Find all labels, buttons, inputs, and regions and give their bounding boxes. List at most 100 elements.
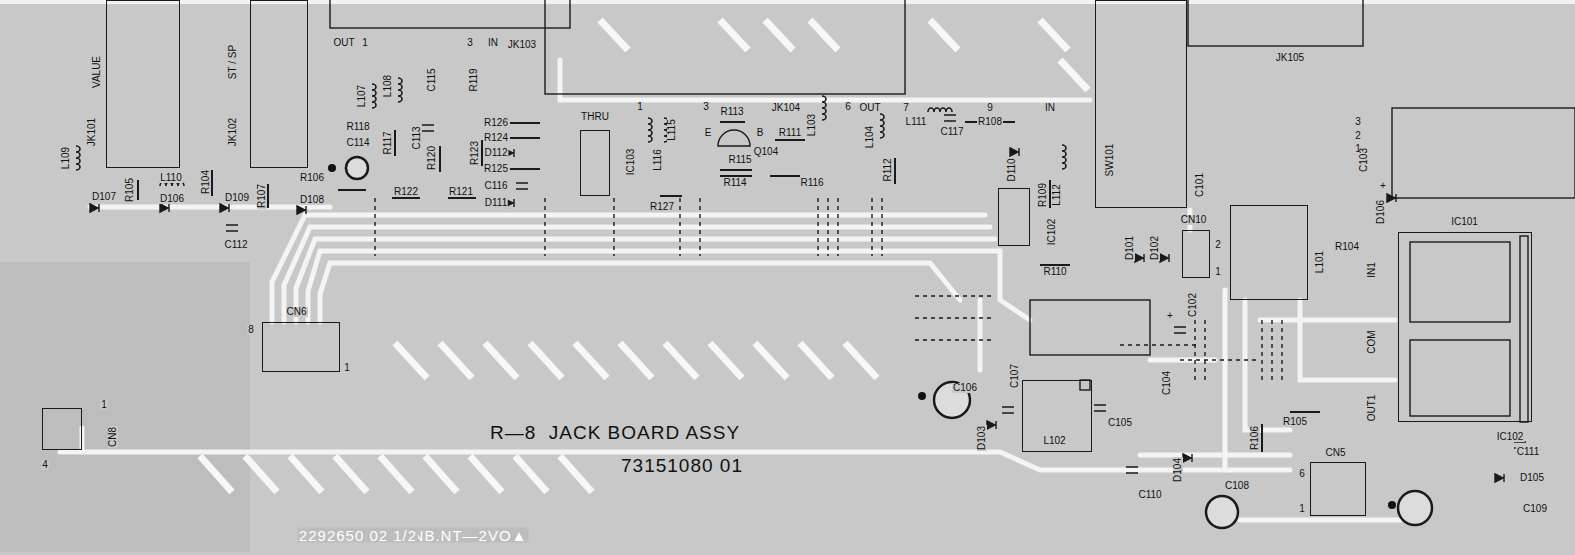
component-designator: R115 bbox=[727, 155, 752, 165]
component-designator: + bbox=[1379, 181, 1387, 191]
component-designator: L107 bbox=[357, 84, 367, 108]
board-title: R—8 JACK BOARD ASSY bbox=[489, 423, 741, 442]
component-designator: C110 bbox=[1137, 490, 1162, 500]
component-outline: CN10 bbox=[1182, 230, 1210, 278]
component-designator: 1 bbox=[1214, 267, 1222, 277]
component-designator: 1 bbox=[636, 102, 644, 112]
component-designator: R127 bbox=[649, 202, 675, 212]
component-designator: C115 bbox=[427, 67, 437, 92]
component-designator: + bbox=[1166, 311, 1174, 321]
component-designator: OUT bbox=[332, 38, 355, 48]
component-designator: D112 bbox=[483, 148, 508, 158]
component-designator: L110 bbox=[159, 173, 183, 183]
component-designator: 1 bbox=[343, 363, 351, 373]
component-designator: JK105 bbox=[1275, 53, 1305, 63]
component-designator: C103 bbox=[1359, 147, 1369, 173]
component-designator: D106 bbox=[1376, 199, 1386, 225]
component-designator: L111 bbox=[905, 117, 928, 127]
component-designator: JK102 bbox=[228, 116, 238, 146]
component-designator: 8 bbox=[247, 325, 255, 335]
component-designator: IC103 bbox=[626, 147, 636, 176]
component-designator: C101 bbox=[1195, 172, 1205, 198]
board-edge bbox=[0, 0, 1575, 4]
component-designator: R117 bbox=[383, 130, 393, 155]
component-designator: L103 bbox=[807, 113, 817, 137]
component-designator: CN5 bbox=[1324, 448, 1346, 458]
component-outline: JK101VALUE bbox=[106, 0, 180, 168]
component-outline: L101 bbox=[1230, 205, 1308, 300]
component-designator: D103 bbox=[977, 425, 987, 451]
component-outlines bbox=[76, 0, 1575, 528]
component-designator: IN bbox=[1044, 103, 1056, 113]
component-designator: D109 bbox=[224, 193, 250, 203]
component-designator: L109 bbox=[61, 146, 71, 170]
component-designator: IN bbox=[487, 38, 499, 48]
component-designator: D111 bbox=[484, 198, 508, 208]
component-designator: R107 bbox=[257, 183, 267, 209]
component-outline: CN5 bbox=[1310, 462, 1366, 516]
component-designator: 1 bbox=[361, 38, 369, 48]
component-outline: IC103 bbox=[580, 130, 610, 196]
component-designator: IC102 bbox=[1047, 217, 1057, 246]
component-designator: R105 bbox=[1282, 417, 1308, 427]
component-outline: IC101 bbox=[1398, 232, 1532, 422]
component-designator: R111 bbox=[778, 128, 802, 138]
component-designator: R104 bbox=[201, 169, 211, 195]
component-designator: D110 bbox=[1007, 157, 1017, 182]
component-designator: R120 bbox=[427, 145, 437, 171]
component-designator: JK103 bbox=[507, 40, 537, 50]
component-designator: C109 bbox=[1522, 504, 1548, 514]
component-designator: CN8 bbox=[108, 425, 118, 447]
component-designator: C114 bbox=[345, 138, 370, 148]
component-designator: R110 bbox=[1042, 267, 1067, 277]
component-outline: L102 bbox=[1022, 380, 1092, 452]
component-outline: IC102 bbox=[998, 188, 1030, 246]
component-outline: JK102ST / SP bbox=[250, 0, 308, 168]
component-designator: D101 bbox=[1125, 235, 1135, 261]
component-designator: D105 bbox=[1519, 473, 1545, 483]
component-designator: C107 bbox=[1010, 363, 1020, 389]
component-designator: R106 bbox=[299, 173, 325, 183]
component-designator: C104 bbox=[1162, 370, 1172, 396]
component-designator: 3 bbox=[466, 38, 474, 48]
component-designator: B bbox=[756, 128, 765, 138]
component-designator: 3 bbox=[1354, 117, 1362, 127]
component-designator: THRU bbox=[580, 112, 610, 122]
component-designator: R124 bbox=[483, 133, 509, 143]
component-designator: D107 bbox=[91, 192, 117, 202]
component-designator: 1 bbox=[100, 400, 108, 410]
component-designator: C102 bbox=[1188, 292, 1198, 318]
part-number: 2292650 02 1/2 bbox=[298, 528, 418, 543]
component-designator: COM bbox=[1367, 329, 1377, 354]
component-designator: C106 bbox=[952, 383, 978, 393]
component-designator: ST / SP bbox=[228, 43, 238, 79]
component-outline: SW101 bbox=[1095, 0, 1187, 208]
component-designator: R104 bbox=[1334, 242, 1360, 252]
component-outline: CN6 bbox=[262, 322, 340, 372]
part-number: 73151080 01 bbox=[620, 456, 744, 475]
component-designator: IC102 bbox=[1496, 432, 1525, 442]
component-designator: C108 bbox=[1224, 481, 1250, 491]
component-designator: 6 bbox=[844, 102, 852, 112]
component-designator: R121 bbox=[448, 187, 474, 197]
component-designator: OUT1 bbox=[1367, 394, 1377, 423]
part-number: NB.NT—2VO▲ bbox=[412, 528, 529, 543]
component-designator: IN1 bbox=[1367, 261, 1377, 279]
component-designator: L112 bbox=[1052, 183, 1062, 207]
component-designator: 3 bbox=[702, 102, 710, 112]
component-outline: CN8 bbox=[42, 408, 82, 450]
component-designator: R126 bbox=[483, 118, 509, 128]
component-designator: 6 bbox=[1298, 469, 1306, 479]
component-designator: VALUE bbox=[92, 54, 102, 88]
component-designator: L101 bbox=[1315, 249, 1325, 273]
component-designator: C111 bbox=[1516, 447, 1540, 457]
copper-pour bbox=[0, 262, 250, 552]
component-designator: 9 bbox=[986, 103, 994, 113]
component-designator: R123 bbox=[470, 140, 480, 166]
component-designator: D104 bbox=[1173, 457, 1183, 483]
component-designator: JK104 bbox=[771, 103, 801, 113]
component-designator: L102 bbox=[1042, 436, 1066, 446]
